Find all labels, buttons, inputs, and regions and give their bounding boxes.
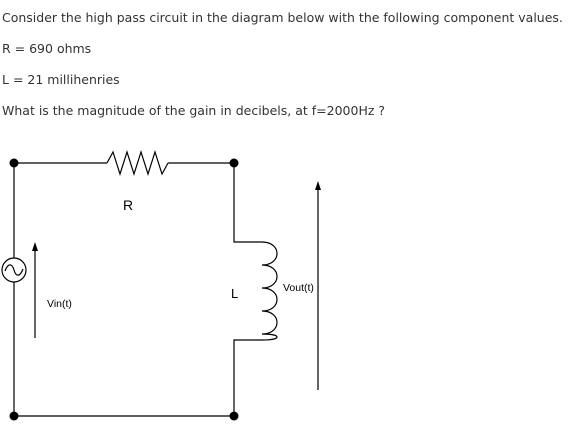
vin-arrow (32, 242, 38, 338)
ac-source-icon (1, 257, 27, 283)
node-bottom-left (9, 411, 19, 421)
inductor-lead-bottom (233, 339, 262, 416)
question-intro: Consider the high pass circuit in the di… (2, 10, 563, 25)
inductance-value: L = 21 millihenries (2, 72, 120, 87)
resistance-value: R = 690 ohms (2, 41, 92, 56)
circuit-schematic: R L Vin(t) Vout(t) (1, 150, 321, 421)
inductor-label: L (231, 286, 238, 301)
resistor-symbol (106, 150, 169, 176)
circuit-diagram: R L Vin(t) Vout(t) (0, 150, 322, 423)
inductor-symbol (261, 241, 278, 341)
output-voltage-label: Vout(t) (283, 282, 314, 294)
vout-arrow (315, 181, 321, 390)
input-voltage-label: Vin(t) (47, 298, 72, 310)
node-top-left (9, 158, 19, 168)
question-prompt: What is the magnitude of the gain in dec… (2, 103, 386, 118)
node-bottom-right (229, 411, 239, 421)
node-top-right (229, 158, 239, 168)
resistor-label: R (123, 197, 133, 213)
inductor-lead-top (233, 163, 262, 243)
